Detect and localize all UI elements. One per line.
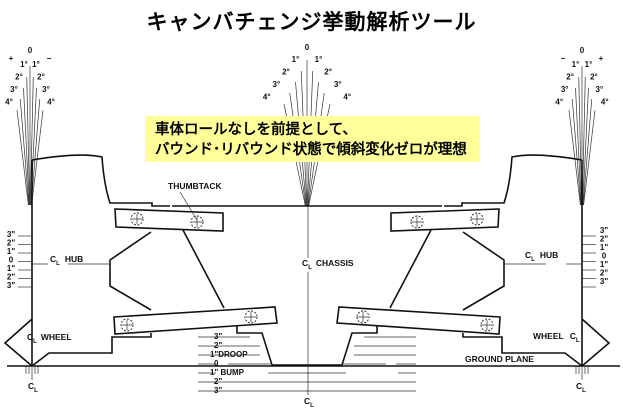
travel-scale-label: 0 xyxy=(214,359,219,368)
svg-text:CL: CL xyxy=(304,396,314,409)
height-scale-label-left: 3" xyxy=(7,230,15,239)
camber-zero-label: 0 xyxy=(28,46,33,55)
camber-degree-label: 1° xyxy=(585,60,593,69)
travel-scale-label: 3" xyxy=(214,332,222,341)
note-line-1: 車体ロールなしを前提として、 xyxy=(155,122,357,138)
camber-degree-label: 4° xyxy=(555,98,563,107)
camber-line xyxy=(582,98,593,206)
height-scale-label-right: 2" xyxy=(600,235,608,244)
note-box: 車体ロールなしを前提として、 バウンド･リバウンド状態で傾斜変化ゼロが理想 xyxy=(145,116,480,162)
height-scale-label-left: 2" xyxy=(7,273,15,282)
camber-degree-label: 1° xyxy=(20,60,28,69)
height-scale-label-left: 1" xyxy=(7,247,15,256)
camber-degree-label: 2° xyxy=(324,68,332,77)
pivot-icon xyxy=(120,212,258,332)
camber-line xyxy=(582,76,586,206)
height-scale-label-right: 3" xyxy=(600,226,608,235)
note-line-2: バウンド･リバウンド状態で傾斜変化ゼロが理想 xyxy=(155,142,467,158)
scale-labels: 0+−1°1°2°2°3°3°4°4°01°1°2°2°3°3°4°4°0−+1… xyxy=(5,43,608,395)
camber-zero-label: 0 xyxy=(305,43,310,52)
camber-line xyxy=(578,76,582,206)
camber-line xyxy=(19,98,30,206)
camber-degree-label: 1° xyxy=(32,60,40,69)
camber-degree-label: 1° xyxy=(315,55,323,64)
camber-degree-label: 2° xyxy=(15,73,23,82)
camber-zero-label: 0 xyxy=(580,46,585,55)
camber-sign-label: − xyxy=(561,54,566,63)
camber-line xyxy=(583,109,596,206)
camber-degree-label: 3° xyxy=(334,80,342,89)
camber-degree-label: 4° xyxy=(601,98,609,107)
camber-degree-label: 4° xyxy=(343,93,351,102)
camber-degree-label: 2° xyxy=(566,73,574,82)
cl-bottom-right: CL xyxy=(576,381,586,394)
camber-degree-label: 4° xyxy=(47,98,55,107)
thumbtack-leader xyxy=(179,191,198,221)
camber-degree-label: 3° xyxy=(561,85,569,94)
camber-line xyxy=(23,87,30,206)
height-scale-label-left: 2" xyxy=(7,239,15,248)
svg-text:CL: CL xyxy=(576,381,586,394)
camber-sign-label: + xyxy=(9,54,14,63)
height-scale-label-right: 1" xyxy=(600,243,608,252)
camber-degree-label: 2° xyxy=(37,73,45,82)
camber-line xyxy=(568,109,581,206)
camber-degree-label: 3° xyxy=(42,85,50,94)
svg-text:CL: CL xyxy=(28,381,38,394)
camber-sign-label: + xyxy=(599,54,604,63)
camber-line xyxy=(571,98,582,206)
height-scale-label-left: 1" xyxy=(7,264,15,273)
travel-scale-label: 1" BUMP xyxy=(210,368,245,377)
camber-degree-label: 4° xyxy=(263,93,271,102)
height-scale-label-left: 0 xyxy=(9,256,14,265)
travel-scale-label: 2" xyxy=(214,341,222,350)
travel-scale-label: 1"DROOP xyxy=(210,350,248,359)
height-scale-label-right: 2" xyxy=(600,269,608,278)
height-scale-label-right: 3" xyxy=(600,277,608,286)
travel-scale-label: 3" xyxy=(214,386,222,395)
camber-degree-label: 4° xyxy=(5,98,13,107)
camber-degree-label: 3° xyxy=(273,80,281,89)
camber-line xyxy=(575,87,582,206)
camber-line xyxy=(30,76,34,206)
page-title: キャンバチェンジ挙動解析ツール xyxy=(146,10,477,34)
camber-degree-label: 1° xyxy=(572,60,580,69)
camber-line xyxy=(16,109,29,206)
camber-line xyxy=(26,76,30,206)
camber-sign-label: − xyxy=(47,54,52,63)
camber-degree-label: 1° xyxy=(292,55,300,64)
camber-degree-label: 2° xyxy=(282,68,290,77)
ground-plane-label: GROUND PLANE xyxy=(465,354,534,364)
camber-degree-label: 3° xyxy=(596,85,604,94)
camber-line xyxy=(582,87,589,206)
camber-line xyxy=(31,109,44,206)
thumbtack-label: THUMBTACK xyxy=(168,181,223,191)
height-scale-label-left: 3" xyxy=(7,281,15,290)
height-scale-label-right: 1" xyxy=(600,260,608,269)
cl-bottom-left: CL xyxy=(28,381,38,394)
suspension-left xyxy=(3,154,308,392)
travel-scale-label: 2" xyxy=(214,377,222,386)
height-scale-label-right: 0 xyxy=(602,252,607,261)
camber-degree-label: 2° xyxy=(590,73,598,82)
cl-bottom-center: CL xyxy=(304,396,314,409)
camber-degree-label: 3° xyxy=(10,85,18,94)
